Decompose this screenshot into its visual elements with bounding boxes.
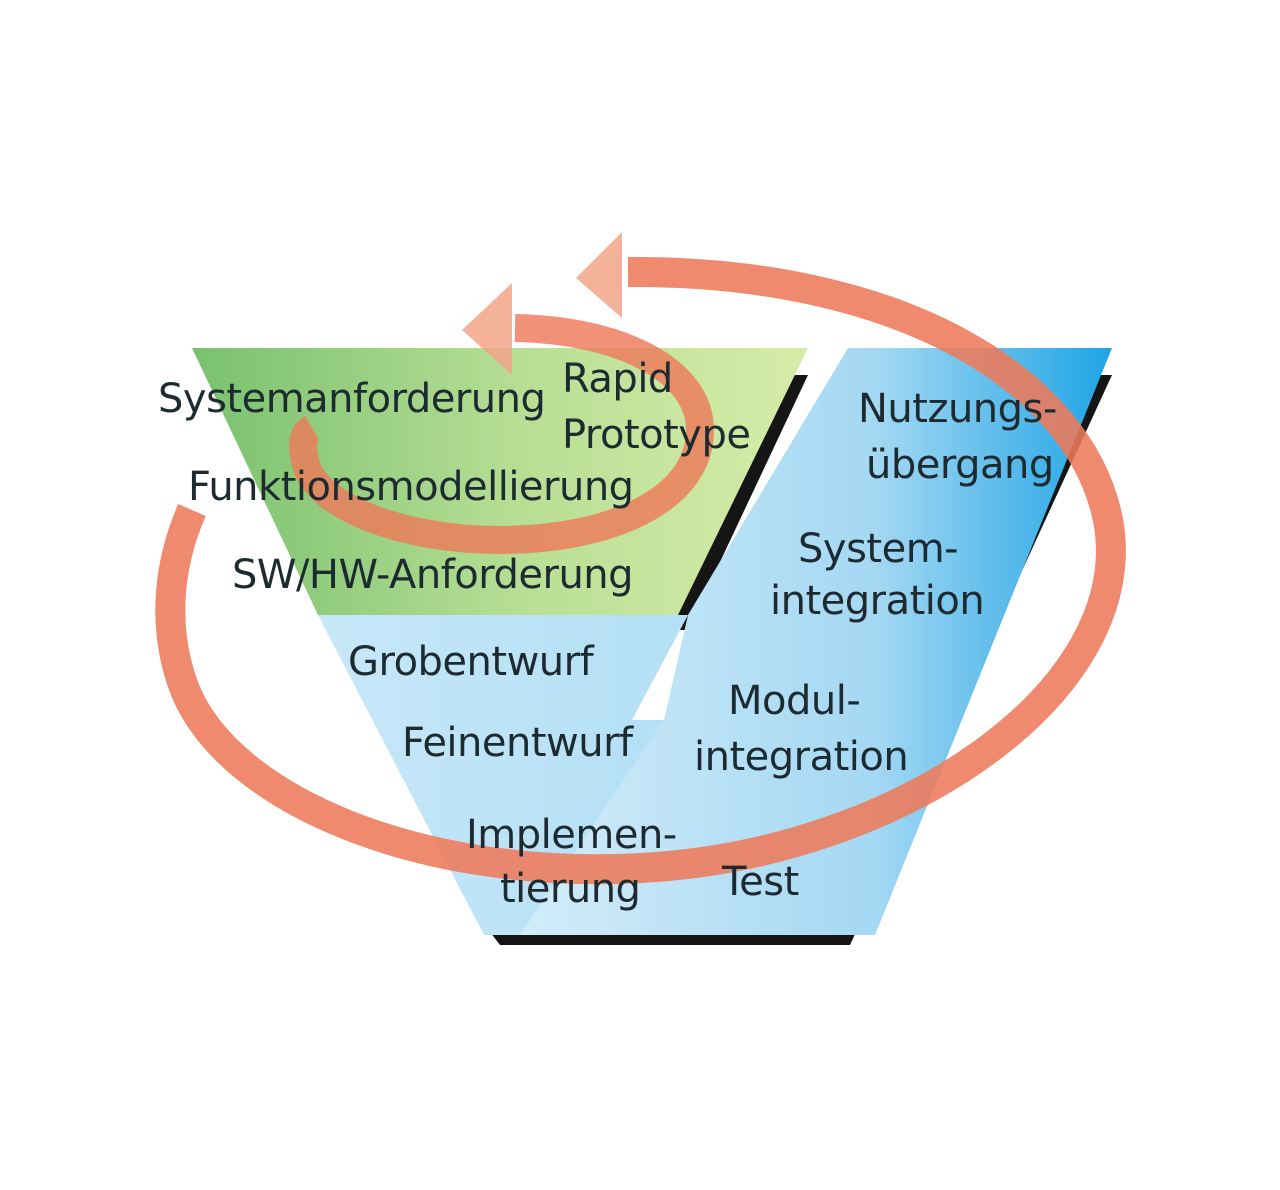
v-right-blue-arm	[520, 348, 1112, 935]
label-prototype: Prototype	[562, 412, 750, 458]
label-implementierung-line1: Implemen-	[466, 812, 677, 858]
label-systemanforderung: Systemanforderung	[158, 376, 545, 422]
label-sw-hw-anforderung: SW/HW-Anforderung	[232, 552, 633, 598]
label-systemintegration-line2: integration	[770, 578, 984, 624]
label-nutzungsuebergang-line2: übergang	[866, 442, 1054, 488]
label-grobentwurf: Grobentwurf	[348, 639, 595, 685]
inner-prototype-arrow	[289, 283, 715, 555]
label-implementierung-line2: tierung	[500, 866, 640, 912]
label-modulintegration-line1: Modul-	[728, 678, 860, 724]
label-rapid: Rapid	[562, 356, 673, 402]
label-feinentwurf: Feinentwurf	[402, 720, 634, 766]
label-systemintegration-line1: System-	[798, 526, 958, 572]
label-modulintegration-line2: integration	[694, 734, 908, 780]
outer-iteration-arrow	[155, 232, 1126, 885]
label-nutzungsuebergang-line1: Nutzungs-	[858, 386, 1057, 432]
label-funktionsmodellierung: Funktionsmodellierung	[188, 464, 634, 510]
label-test: Test	[721, 859, 799, 905]
v-green-specification-area	[192, 348, 808, 615]
